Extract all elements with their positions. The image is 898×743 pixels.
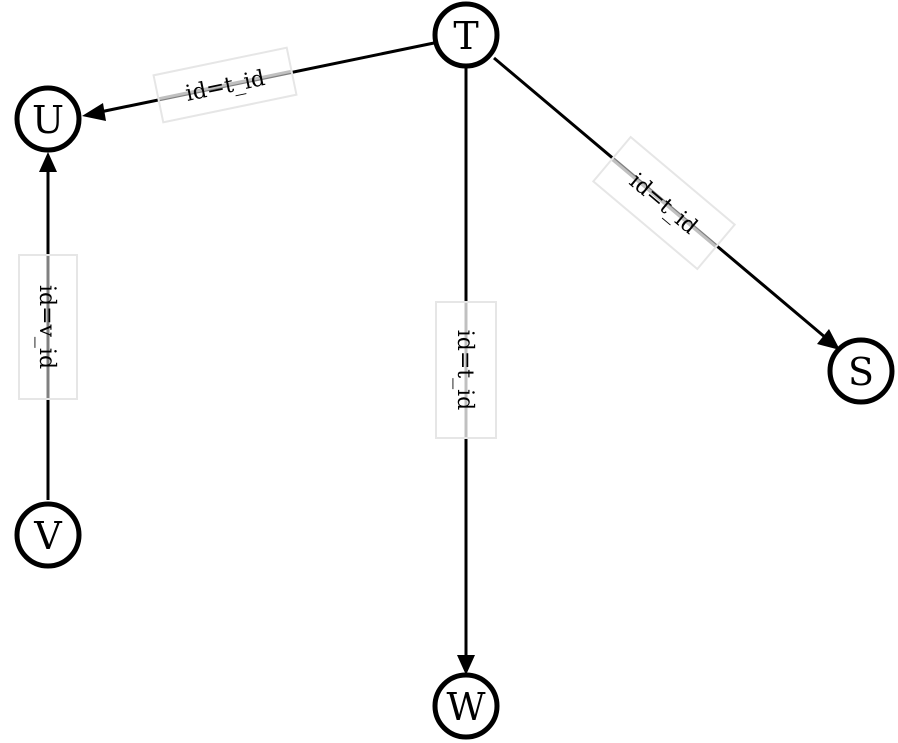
- edge-v-to-u: id=v_id: [18, 152, 78, 500]
- node-u: U: [14, 85, 82, 153]
- node-v-label: V: [33, 514, 62, 558]
- node-s-label: S: [848, 350, 874, 394]
- edge-t-to-w: id=t_id: [435, 64, 497, 675]
- edge-label-v-u: id=v_id: [34, 285, 59, 369]
- node-s: S: [827, 337, 895, 405]
- node-w: W: [432, 672, 500, 740]
- node-t-label: T: [453, 14, 478, 58]
- edge-t-to-s: id=t_id: [493, 56, 840, 350]
- node-u-label: U: [32, 98, 64, 142]
- edge-label-t-w: id=t_id: [452, 330, 477, 411]
- node-w-label: W: [446, 685, 485, 729]
- node-v: V: [14, 501, 82, 569]
- edge-t-to-u: id=t_id: [82, 41, 435, 124]
- node-t: T: [432, 1, 500, 69]
